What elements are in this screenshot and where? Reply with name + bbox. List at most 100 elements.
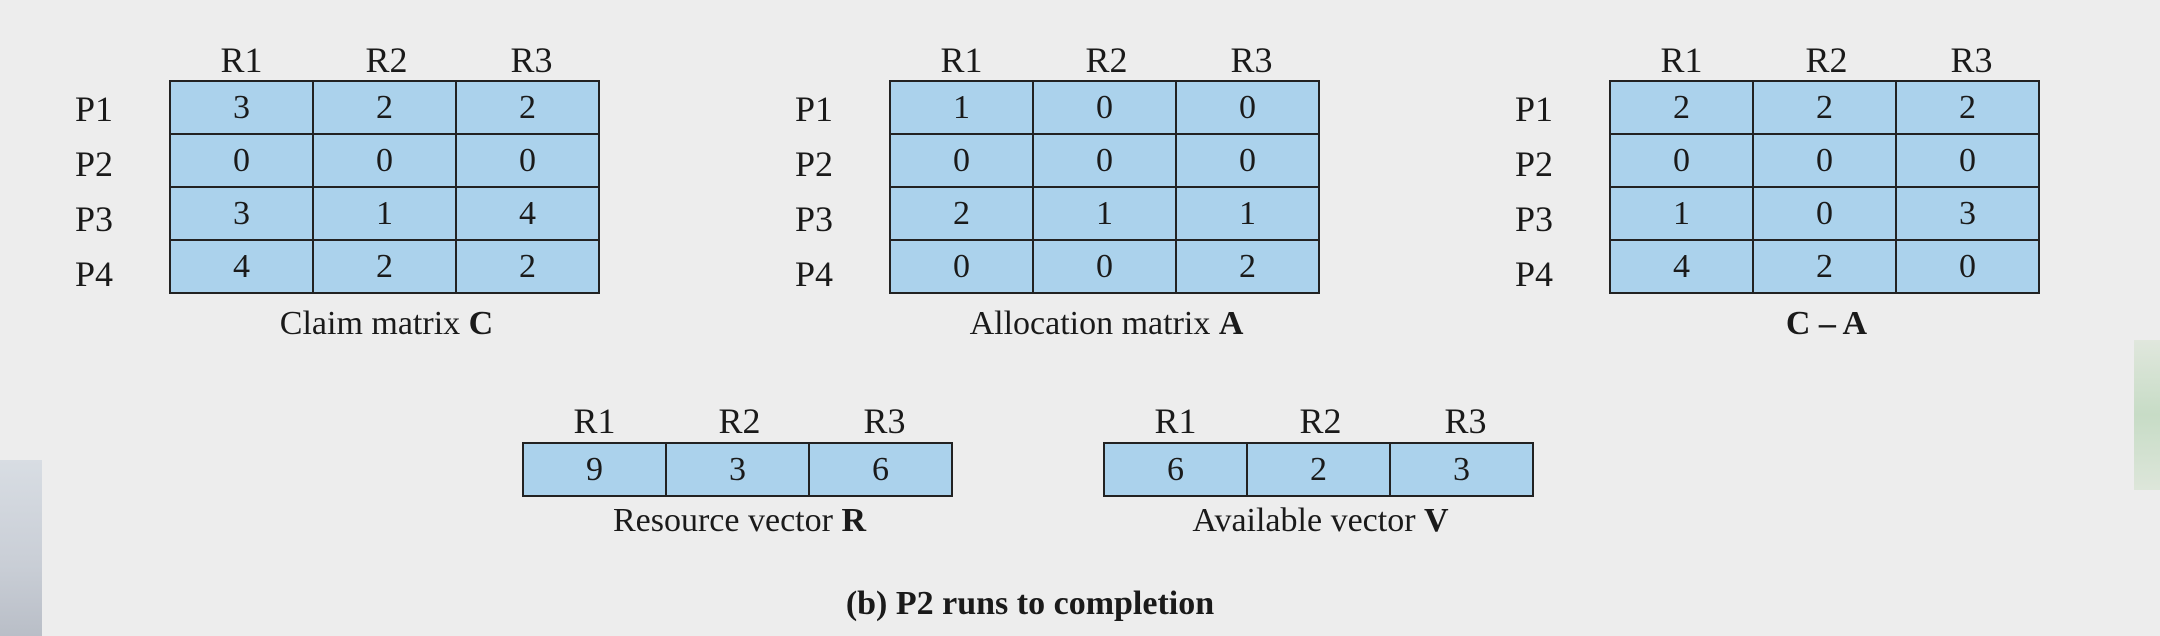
- vector-cell: 3: [1389, 442, 1534, 497]
- right-edge-decoration: [2134, 340, 2160, 490]
- table-row: 0 0 0: [889, 133, 1320, 188]
- resource-vector-grid: 9 3 6: [522, 442, 953, 497]
- matrix-cell: 2: [1752, 239, 1897, 294]
- matrix-cell: 1: [1175, 186, 1320, 241]
- column-header: R1: [573, 401, 616, 441]
- matrix-cell: 1: [889, 80, 1034, 135]
- table-row: 4 2 0: [1609, 239, 2040, 294]
- vector-cell: 6: [808, 442, 953, 497]
- claim-matrix: R1 R2 R3 P1 P2 P3 P4 3 2 2 0 0 0 3 1 4 4…: [75, 35, 615, 350]
- row-label: P2: [1515, 144, 1554, 184]
- matrix-cell: 2: [1175, 239, 1320, 294]
- table-row: 3 1 4: [169, 186, 600, 241]
- resource-vector: R1 R2 R3 9 3 6 Resource vector R: [522, 396, 962, 546]
- matrix-cell: 2: [889, 186, 1034, 241]
- caption-symbol: A: [1218, 305, 1244, 342]
- available-vector-column-headers: R1 R2 R3: [1103, 396, 1538, 446]
- column-header: R2: [1299, 401, 1342, 441]
- vector-cell: 2: [1246, 442, 1391, 497]
- row-label: P3: [75, 199, 114, 239]
- table-row: 2 1 1: [889, 186, 1320, 241]
- table-row: 0 0 0: [169, 133, 600, 188]
- row-label: P3: [1515, 199, 1554, 239]
- matrix-cell: 0: [455, 133, 600, 188]
- table-row: 0 0 0: [1609, 133, 2040, 188]
- column-header: R3: [1950, 40, 1993, 80]
- caption-symbol: V: [1424, 502, 1449, 539]
- caption-text: Resource vector: [612, 502, 842, 539]
- table-row: 6 2 3: [1103, 442, 1534, 497]
- row-label: P2: [75, 144, 114, 184]
- left-edge-decoration: [0, 460, 42, 636]
- caption-text: Available vector: [1192, 502, 1425, 539]
- row-label: P4: [1515, 254, 1554, 294]
- matrix-cell: 0: [889, 239, 1034, 294]
- matrix-cell: 0: [169, 133, 314, 188]
- matrix-cell: 2: [455, 80, 600, 135]
- matrix-cell: 2: [312, 239, 457, 294]
- row-label: P4: [75, 254, 114, 294]
- column-header: R2: [365, 40, 408, 80]
- table-row: 1 0 3: [1609, 186, 2040, 241]
- matrix-cell: 0: [1609, 133, 1754, 188]
- caption-symbol: C – A: [1785, 305, 1868, 342]
- row-label: P1: [795, 89, 834, 129]
- matrix-cell: 0: [1175, 80, 1320, 135]
- matrix-cell: 3: [169, 80, 314, 135]
- matrix-cell: 0: [1032, 133, 1177, 188]
- column-header: R1: [1154, 401, 1197, 441]
- matrix-cell: 4: [1609, 239, 1754, 294]
- column-header: R3: [863, 401, 906, 441]
- matrix-cell: 0: [1752, 186, 1897, 241]
- matrix-cell: 0: [1032, 239, 1177, 294]
- claim-matrix-row-labels: P1 P2 P3 P4: [75, 82, 165, 302]
- need-matrix-caption: C – A: [1609, 305, 2044, 343]
- row-label: P1: [75, 89, 114, 129]
- column-header: R2: [1805, 40, 1848, 80]
- row-label: P3: [795, 199, 834, 239]
- matrix-cell: 2: [312, 80, 457, 135]
- caption-symbol: C: [468, 305, 494, 342]
- caption-text: Claim matrix: [279, 305, 469, 342]
- matrix-cell: 2: [1752, 80, 1897, 135]
- matrix-cell: 0: [1175, 133, 1320, 188]
- need-matrix: R1 R2 R3 P1 P2 P3 P4 2 2 2 0 0 0 1 0 3 4…: [1515, 35, 2055, 350]
- matrix-cell: 0: [889, 133, 1034, 188]
- table-row: 2 2 2: [1609, 80, 2040, 135]
- table-row: 3 2 2: [169, 80, 600, 135]
- row-label: P4: [795, 254, 834, 294]
- column-header: R2: [718, 401, 761, 441]
- claim-matrix-grid: 3 2 2 0 0 0 3 1 4 4 2 2: [169, 80, 600, 294]
- allocation-matrix-caption: Allocation matrix A: [889, 305, 1324, 343]
- caption-text: Allocation matrix: [969, 305, 1219, 342]
- row-label: P1: [1515, 89, 1554, 129]
- column-header: R3: [1444, 401, 1487, 441]
- matrix-cell: 0: [1752, 133, 1897, 188]
- matrix-cell: 1: [312, 186, 457, 241]
- matrix-cell: 2: [1895, 80, 2040, 135]
- matrix-cell: 0: [312, 133, 457, 188]
- column-header: R3: [510, 40, 553, 80]
- matrix-cell: 1: [1609, 186, 1754, 241]
- row-label: P2: [795, 144, 834, 184]
- figure-caption: (b) P2 runs to completion: [845, 585, 1215, 622]
- matrix-cell: 4: [169, 239, 314, 294]
- need-matrix-grid: 2 2 2 0 0 0 1 0 3 4 2 0: [1609, 80, 2040, 294]
- matrix-cell: 4: [455, 186, 600, 241]
- allocation-matrix-grid: 1 0 0 0 0 0 2 1 1 0 0 2: [889, 80, 1320, 294]
- caption-symbol: R: [841, 502, 867, 539]
- resource-vector-column-headers: R1 R2 R3: [522, 396, 957, 446]
- column-header: R1: [1660, 40, 1703, 80]
- matrix-cell: 1: [1032, 186, 1177, 241]
- column-header: R2: [1085, 40, 1128, 80]
- matrix-cell: 2: [1609, 80, 1754, 135]
- vector-cell: 3: [665, 442, 810, 497]
- available-vector: R1 R2 R3 6 2 3 Available vector V: [1103, 396, 1543, 546]
- allocation-matrix-row-labels: P1 P2 P3 P4: [795, 82, 885, 302]
- matrix-cell: 0: [1032, 80, 1177, 135]
- table-row: 4 2 2: [169, 239, 600, 294]
- table-row: 0 0 2: [889, 239, 1320, 294]
- matrix-cell: 2: [455, 239, 600, 294]
- column-header: R1: [220, 40, 263, 80]
- table-row: 1 0 0: [889, 80, 1320, 135]
